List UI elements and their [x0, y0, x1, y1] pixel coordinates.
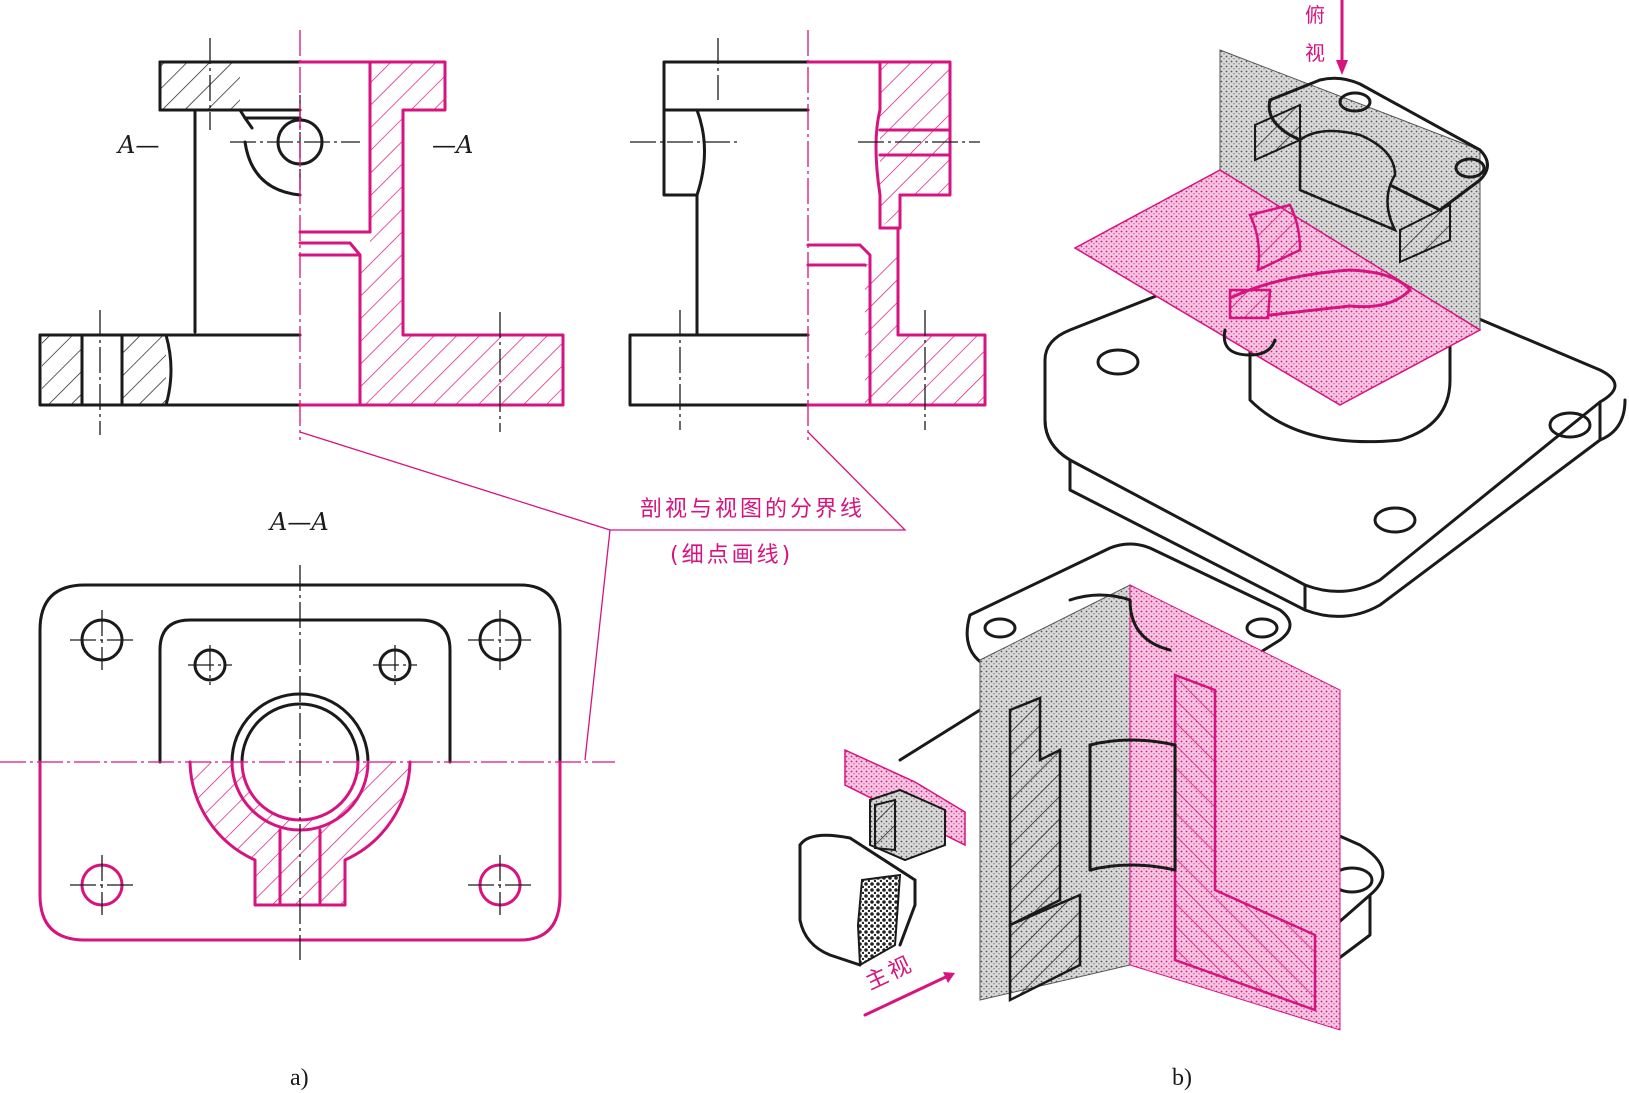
caption-a: a) [290, 1065, 309, 1091]
section-title: A—A [268, 508, 329, 536]
section-mark-right: —A [432, 131, 473, 159]
iso-horizontal-cut-model: 俯 视 俯视 [1043, 0, 1627, 618]
section-mark-left: A— [116, 131, 159, 159]
top-view-arrow-char2: 视 [1305, 41, 1328, 65]
section-view-a-a: A—A [0, 508, 615, 960]
boundary-note-line1: 剖视与视图的分界线 [640, 497, 865, 522]
front-half-section-view: A— —A [38, 30, 565, 440]
caption-b: b) [1172, 1065, 1192, 1091]
iso-vertical-cut-model: 主视 [798, 542, 1385, 1031]
boundary-note-line2: (细点画线) [670, 543, 793, 568]
side-half-section-view [628, 30, 987, 440]
boundary-note: 剖视与视图的分界线 (细点画线) [299, 431, 907, 761]
top-view-arrow-char1: 俯 [1305, 3, 1328, 27]
